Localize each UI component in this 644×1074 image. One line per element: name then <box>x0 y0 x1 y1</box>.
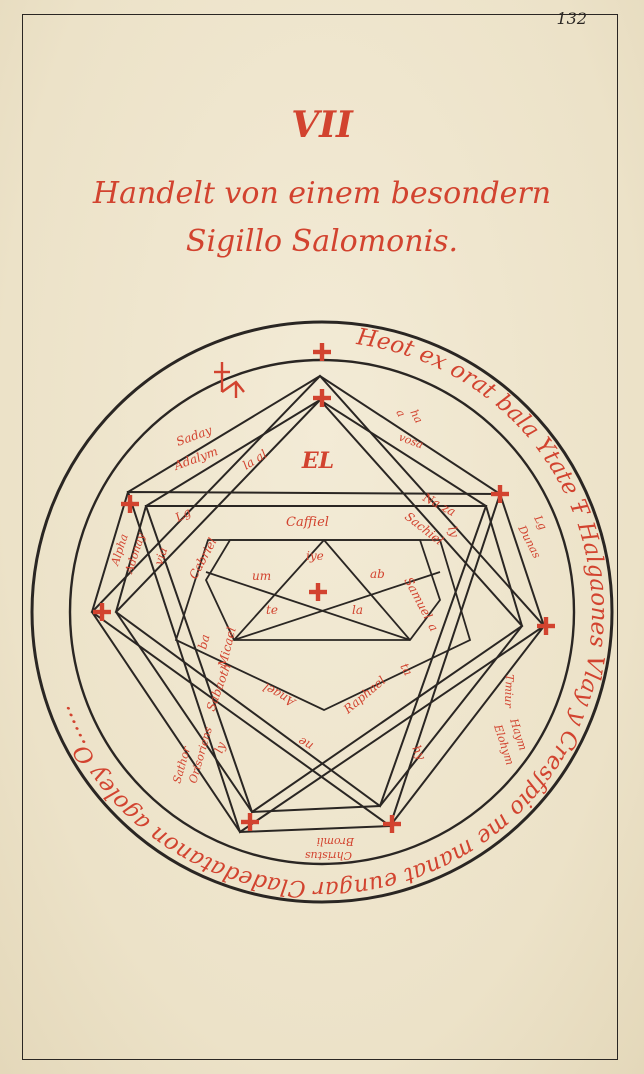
name-lg: Lg <box>531 512 550 532</box>
heptagram <box>90 374 546 834</box>
name-tmiur: Tmiur <box>502 674 516 709</box>
center-word: EL <box>301 448 334 474</box>
cross-icon <box>309 583 327 601</box>
name-iye: iye <box>306 549 324 563</box>
name-christus: Christus <box>305 849 352 862</box>
name-la: la <box>352 603 363 617</box>
inner-circle <box>68 358 576 866</box>
cross-icon <box>383 815 401 833</box>
name-bromli: Bromli <box>317 835 355 848</box>
title-line-1: Handelt von einem besondern <box>92 176 552 211</box>
name-ab: ab <box>370 567 385 581</box>
name-a: a <box>425 621 441 634</box>
name-samuel: Samuel <box>401 575 435 622</box>
name-raphael: Raphael <box>340 673 388 717</box>
name-ne: ne <box>296 734 316 754</box>
name-ta: ta <box>397 661 415 678</box>
name-alpha: a <box>393 407 408 419</box>
name-ba: ba <box>195 633 212 651</box>
name-anael: Anael <box>260 680 298 710</box>
name-lg2: Lg <box>172 505 194 525</box>
chapter-numeral: VII <box>291 104 353 146</box>
outer-circle <box>30 320 614 904</box>
name-hy: hy <box>409 743 428 763</box>
name-ha: ha <box>407 407 425 425</box>
name-um: um <box>252 569 271 583</box>
page-border: 132 <box>22 9 618 1060</box>
inner-figure <box>174 539 472 711</box>
name-ly: ly <box>445 525 462 540</box>
name-vosa: vosa <box>397 431 425 452</box>
name-via: via <box>152 546 171 567</box>
page-number: 132 <box>556 9 587 28</box>
name-caffiel: Caffiel <box>286 515 329 530</box>
cross-icon <box>313 343 331 361</box>
name-ly2: ly <box>212 740 229 755</box>
name-te: te <box>266 603 278 617</box>
cross-icon <box>491 485 509 503</box>
name-saday: Saday <box>174 423 214 449</box>
cross-icon <box>121 495 139 513</box>
title-line-2: Sigillo Salomonis. <box>185 224 459 259</box>
planetary-sigil-icon <box>214 362 245 398</box>
name-micael: Micael <box>215 625 239 669</box>
